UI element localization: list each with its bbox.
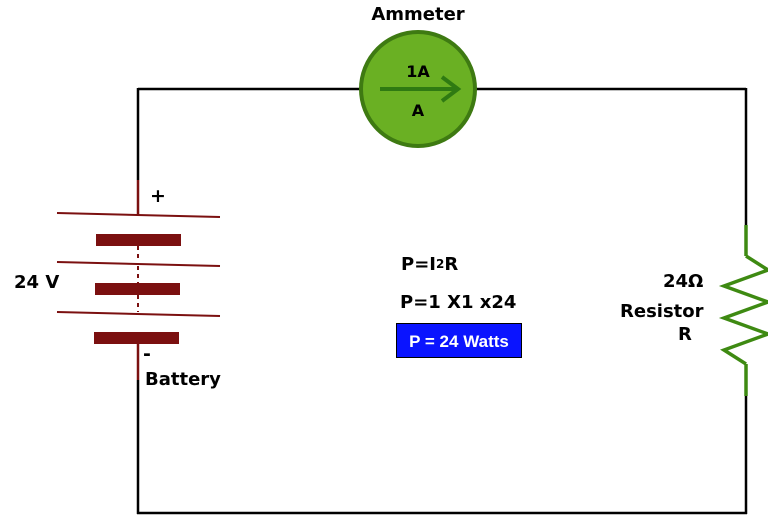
battery-plate-short-1 [96, 234, 181, 246]
ammeter-symbol-letter: A [411, 101, 425, 120]
battery-positive-sign: + [150, 185, 166, 207]
battery-voltage: 24 V [14, 272, 60, 293]
power-result-box: P = 24 Watts [396, 323, 522, 358]
resistor-value: 24Ω [663, 271, 704, 292]
circuit-wires [136, 87, 748, 515]
battery-plate-long-2 [56, 261, 221, 267]
power-substitution: P=1 X1 x24 [400, 292, 517, 313]
ammeter-arrow-head [440, 75, 462, 103]
resistor-name: Resistor [620, 301, 704, 322]
battery-plate-long-1 [56, 212, 221, 218]
power-formula-exponent: 2 [435, 257, 445, 271]
battery-plate-short-3 [94, 332, 179, 344]
resistor-symbol-letter: R [678, 324, 692, 345]
battery-label: Battery [145, 369, 221, 390]
resistor-zigzag [718, 254, 768, 366]
ammeter-title: Ammeter [371, 4, 465, 25]
ammeter-current-value: 1A [406, 62, 430, 81]
power-formula: P=I2R [401, 254, 458, 275]
battery-plate-long-3 [56, 311, 221, 317]
battery-symbol [56, 180, 221, 380]
power-formula-suffix: R [444, 254, 459, 275]
power-formula-prefix: P=I [401, 254, 436, 275]
battery-negative-sign: - [143, 343, 151, 365]
resistor-symbol [718, 225, 768, 396]
battery-plate-short-2 [95, 283, 180, 295]
ammeter-symbol [359, 30, 477, 148]
